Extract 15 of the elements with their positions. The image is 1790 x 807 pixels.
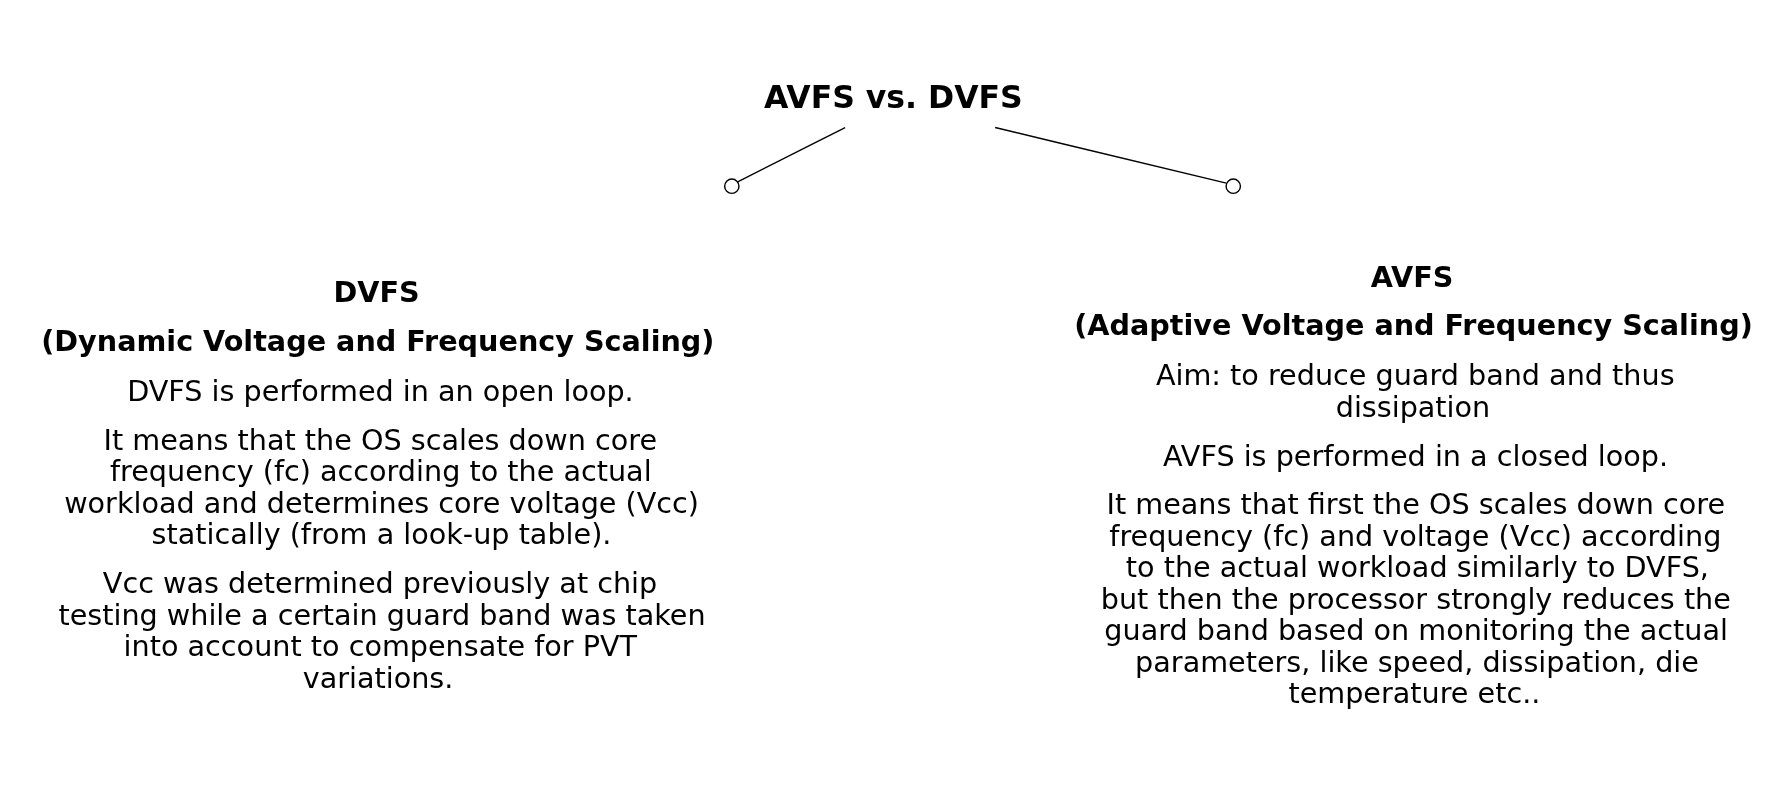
node-label: Aim: to reduce guard band and thus dissipation bbox=[1155, 357, 1675, 424]
node-label: AVFS is performed in a closed loop. bbox=[1162, 438, 1668, 473]
node-label: It means that first the OS scales down core frequency (fc) and voltage (Vcc) according to the actual workload similarly to DVFS, but then the processor strongly reduces the guard band based on monitoring the actual parameters, like speed, dissipation, die temperature etc.. bbox=[1100, 486, 1731, 710]
node-label: DVFS is performed in an open loop. bbox=[126, 373, 634, 408]
node-label: DVFS bbox=[333, 274, 420, 309]
connector bbox=[993, 126, 1227, 184]
node-circle bbox=[1224, 177, 1241, 194]
node-label: It means that the OS scales down core frequency (fc) according to the actual workload and determines core voltage (Vcc) statically (from a look-up table). bbox=[63, 422, 699, 551]
connector bbox=[736, 126, 846, 183]
node-label: Vcc was determined previously at chip testing while a certain guard band was taken into account to compensate for PVT variations. bbox=[57, 565, 706, 695]
node-label: (Dynamic Voltage and Frequency Scaling) bbox=[40, 323, 714, 358]
node-label: (Adaptive Voltage and Frequency Scaling) bbox=[1073, 307, 1753, 342]
node-circle bbox=[723, 177, 740, 194]
node-label: AVFS bbox=[1370, 259, 1453, 294]
node-text: AVFS vs. DVFS bbox=[763, 78, 1023, 115]
